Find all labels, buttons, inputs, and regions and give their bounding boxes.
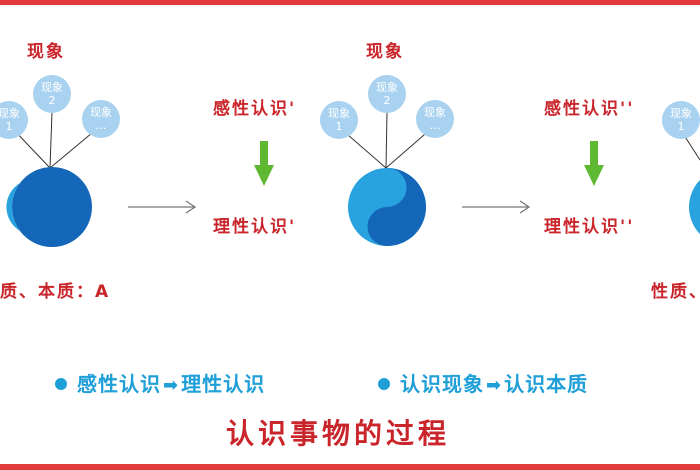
diagram-title: 认识事物的过程: [226, 417, 451, 450]
gray-arrow-2: [462, 200, 531, 214]
bullet-dot-icon: [378, 377, 390, 390]
circle-number: …: [429, 119, 441, 132]
circle-text: 现象: [424, 106, 446, 119]
circle-number: 2: [48, 94, 56, 107]
rational-knowledge-1: 理性认识': [213, 217, 297, 237]
right-arrow-icon: ➡: [486, 375, 503, 396]
green-arrow-1: [254, 141, 274, 186]
left-essence-text: 质、本质：A: [0, 282, 111, 302]
perceptual-knowledge-2: 感性认识'': [544, 99, 635, 119]
left-essence-circle: [6, 167, 92, 247]
circle-text: 现象: [90, 106, 112, 119]
middle-phenomenon-label: 现象: [366, 42, 404, 62]
left-phenomenon-label: 现象: [27, 42, 65, 62]
legend-item-2-from: 认识现象: [400, 372, 484, 396]
right-arrow-icon: ➡: [163, 375, 180, 396]
middle-phenomenon-circle-1: 现象 1: [320, 101, 358, 139]
left-phenomenon-circle-2: 现象 2: [33, 75, 71, 113]
legend-item-1-to: 理性认识: [181, 372, 266, 396]
left-phenomenon-circle-3: 现象 …: [82, 100, 120, 138]
circle-text: 现象: [41, 81, 63, 94]
circle-text: 现象: [328, 107, 350, 120]
gray-arrow-1: [128, 200, 197, 214]
right-essence-circle: [689, 179, 700, 235]
middle-phenomenon-circle-3: 现象 …: [416, 100, 454, 138]
left-phenomenon-circle-1: 现象 1: [0, 101, 28, 139]
circle-text: 现象: [0, 107, 20, 120]
circle-number: 1: [677, 120, 685, 133]
legend-item-2-to: 认识本质: [504, 372, 589, 396]
circle-text: 现象: [670, 107, 692, 120]
bullet-dot-icon: [55, 377, 67, 390]
legend-item-1-from: 感性认识: [77, 372, 161, 396]
right-phenomenon-circle-1: 现象 1: [662, 101, 700, 139]
rational-knowledge-2: 理性认识'': [544, 217, 635, 237]
circle-text: 现象: [376, 81, 398, 94]
right-essence-text: 性质、: [651, 282, 700, 302]
circle-number: 1: [335, 120, 343, 133]
top-border: [0, 0, 700, 5]
perceptual-knowledge-1: 感性认识': [213, 99, 297, 119]
middle-phenomenon-circle-2: 现象 2: [368, 75, 406, 113]
middle-essence-circle: [348, 168, 426, 246]
circle-number: 2: [383, 94, 391, 107]
bottom-border: [0, 464, 700, 470]
legend-item-1: 感性认识➡理性认识: [55, 368, 265, 397]
circle-number: …: [95, 119, 107, 132]
legend-item-2: 认识现象➡认识本质: [378, 368, 588, 397]
green-arrow-2: [584, 141, 604, 186]
circle-number: 1: [5, 120, 13, 133]
